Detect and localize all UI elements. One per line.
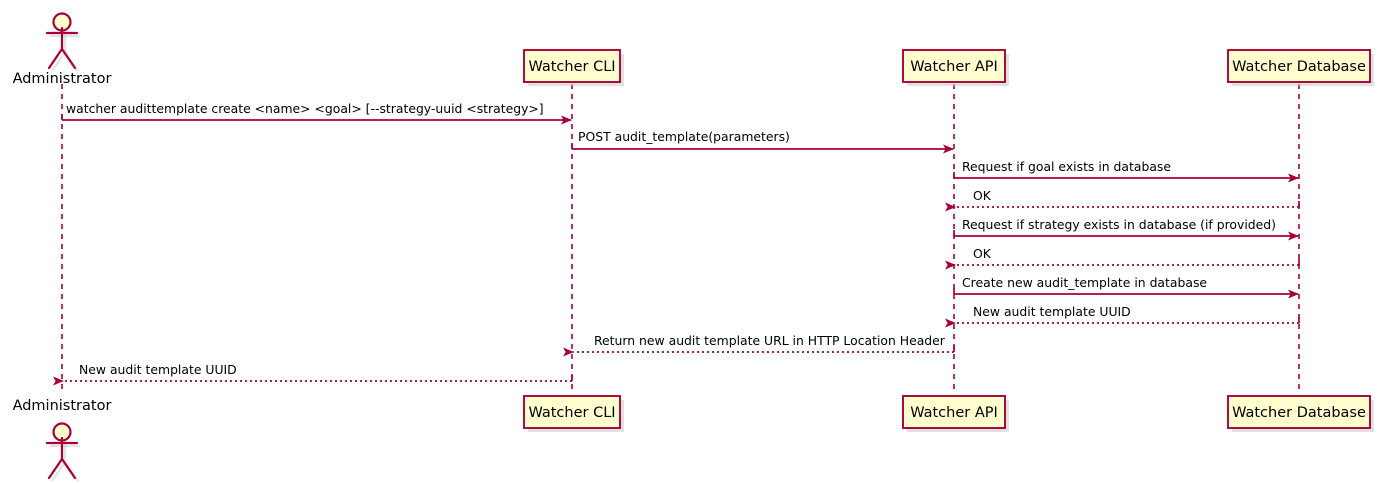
participant-label-watcher-cli-top: Watcher CLI bbox=[528, 59, 615, 75]
message-label: OK bbox=[973, 188, 992, 203]
message-6-watcher-database-to-watcher-api[interactable]: OK bbox=[945, 246, 1300, 270]
message-label: Request if goal exists in database bbox=[962, 159, 1171, 174]
lifelines-group bbox=[61, 84, 1300, 394]
actor-body-top bbox=[45, 26, 79, 70]
message-4-watcher-database-to-watcher-api[interactable]: OK bbox=[945, 188, 1300, 212]
message-label: Create new audit_template in database bbox=[962, 275, 1207, 290]
message-9-watcher-api-to-watcher-cli[interactable]: Return new audit template URL in HTTP Lo… bbox=[563, 333, 955, 357]
actor-label-administrator-top: Administrator bbox=[13, 71, 112, 87]
message-label: POST audit_template(parameters) bbox=[578, 129, 790, 144]
message-2-watcher-cli-to-watcher-api[interactable]: POST audit_template(parameters) bbox=[571, 129, 954, 154]
message-5-watcher-api-to-watcher-database[interactable]: Request if strategy exists in database (… bbox=[953, 217, 1299, 241]
participant-box-watcher-api-top[interactable] bbox=[902, 49, 1006, 83]
message-label: watcher audittemplate create <name> <goa… bbox=[66, 101, 544, 116]
message-10-watcher-cli-to-administrator[interactable]: New audit template UUID bbox=[53, 362, 573, 386]
participant-label-watcher-api-top: Watcher API bbox=[910, 59, 998, 75]
participant-watcher-cli: Watcher CLI Watcher CLI bbox=[523, 49, 624, 432]
participant-label-watcher-api-bottom: Watcher API bbox=[910, 405, 998, 421]
actor-body-bottom bbox=[45, 436, 79, 480]
message-7-watcher-api-to-watcher-database[interactable]: Create new audit_template in database bbox=[953, 275, 1299, 299]
participant-label-watcher-database-bottom: Watcher Database bbox=[1232, 405, 1366, 421]
message-8-watcher-database-to-watcher-api[interactable]: New audit template UUID bbox=[945, 304, 1300, 328]
participant-box-watcher-database-top[interactable] bbox=[1227, 49, 1371, 83]
message-1-administrator-to-watcher-cli[interactable]: watcher audittemplate create <name> <goa… bbox=[61, 101, 572, 125]
messages-group: watcher audittemplate create <name> <goa… bbox=[53, 101, 1300, 386]
actor-label-administrator-bottom: Administrator bbox=[13, 398, 112, 414]
message-label: New audit template UUID bbox=[79, 362, 237, 377]
message-label: New audit template UUID bbox=[973, 304, 1131, 319]
participant-watcher-api: Watcher API Watcher API bbox=[902, 49, 1009, 432]
participant-box-watcher-cli-top[interactable] bbox=[523, 49, 621, 83]
message-label: OK bbox=[973, 246, 992, 261]
message-label: Request if strategy exists in database (… bbox=[962, 217, 1276, 232]
message-3-watcher-api-to-watcher-database[interactable]: Request if goal exists in database bbox=[953, 159, 1299, 183]
message-label: Return new audit template URL in HTTP Lo… bbox=[594, 333, 946, 348]
participant-box-watcher-api-bottom[interactable] bbox=[902, 395, 1006, 429]
participant-box-watcher-cli-bottom[interactable] bbox=[523, 395, 621, 429]
participant-label-watcher-cli-bottom: Watcher CLI bbox=[528, 405, 615, 421]
participant-label-watcher-database-top: Watcher Database bbox=[1232, 59, 1366, 75]
participant-box-watcher-database-bottom[interactable] bbox=[1227, 395, 1371, 429]
